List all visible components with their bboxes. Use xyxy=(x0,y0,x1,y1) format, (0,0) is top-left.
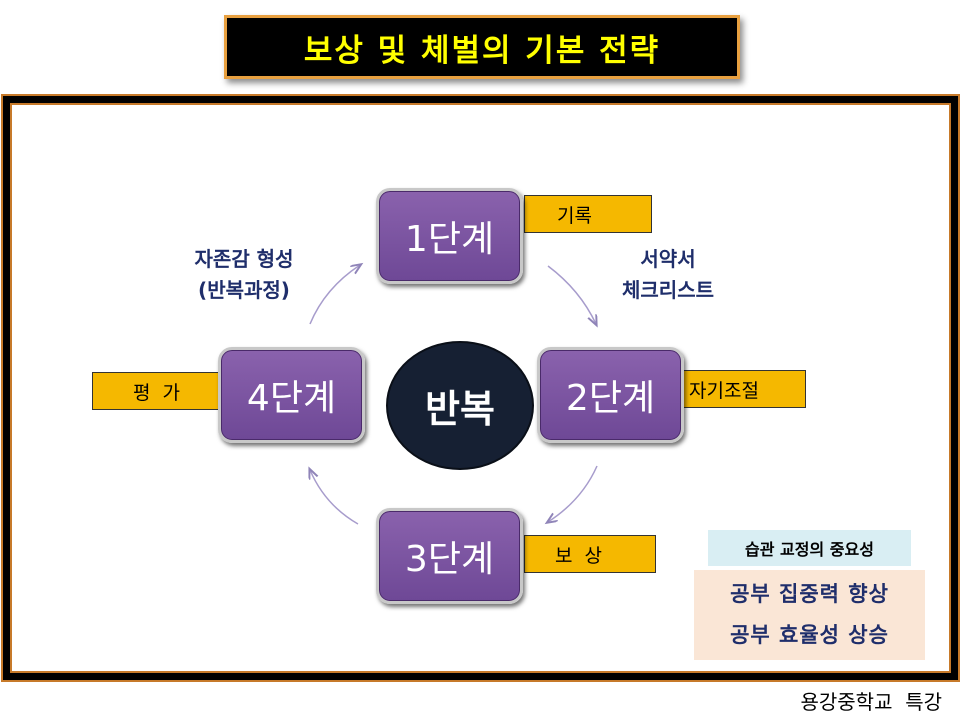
stage-2-box: 2단계 xyxy=(537,347,684,443)
stage-2-label: 2단계 xyxy=(565,378,656,419)
stage-1-label: 1단계 xyxy=(404,219,495,260)
page-title: 보상 및 체벌의 기본 전략 xyxy=(303,32,661,69)
stage-4-label: 4단계 xyxy=(246,378,337,419)
arrow-4-to-1 xyxy=(309,265,360,325)
center-label: 반복 xyxy=(425,387,495,431)
habit-title: 습관 교정의 중요성 xyxy=(708,530,911,566)
tag-record: 기록 xyxy=(524,195,652,233)
arrow-3-to-4 xyxy=(310,470,359,525)
footer-school: 용강중학교 특강 xyxy=(800,690,942,714)
note-pledge-checklist: 서약서 체크리스트 xyxy=(622,247,714,302)
stage-3-box: 3단계 xyxy=(376,508,523,604)
habit-line-efficiency: 공부 효율성 상승 xyxy=(730,623,889,647)
tag-self-control: 자기조절 xyxy=(680,370,806,408)
habit-benefits-box: 공부 집중력 향상 공부 효율성 상승 xyxy=(694,570,925,660)
center-repeat-oval: 반복 xyxy=(386,341,534,470)
habit-line-focus: 공부 집중력 향상 xyxy=(730,582,889,606)
stage-4-box: 4단계 xyxy=(218,347,365,443)
arrow-1-to-2 xyxy=(547,265,596,324)
tag-reward: 보 상 xyxy=(524,535,656,573)
tag-evaluation: 평 가 xyxy=(92,372,226,410)
arrow-2-to-3 xyxy=(548,465,598,522)
stage-1-box: 1단계 xyxy=(376,188,523,284)
title-banner: 보상 및 체벌의 기본 전략 xyxy=(224,15,740,79)
note-self-esteem: 자존감 형성 (반복과정) xyxy=(194,247,294,302)
stage-3-label: 3단계 xyxy=(404,539,495,580)
